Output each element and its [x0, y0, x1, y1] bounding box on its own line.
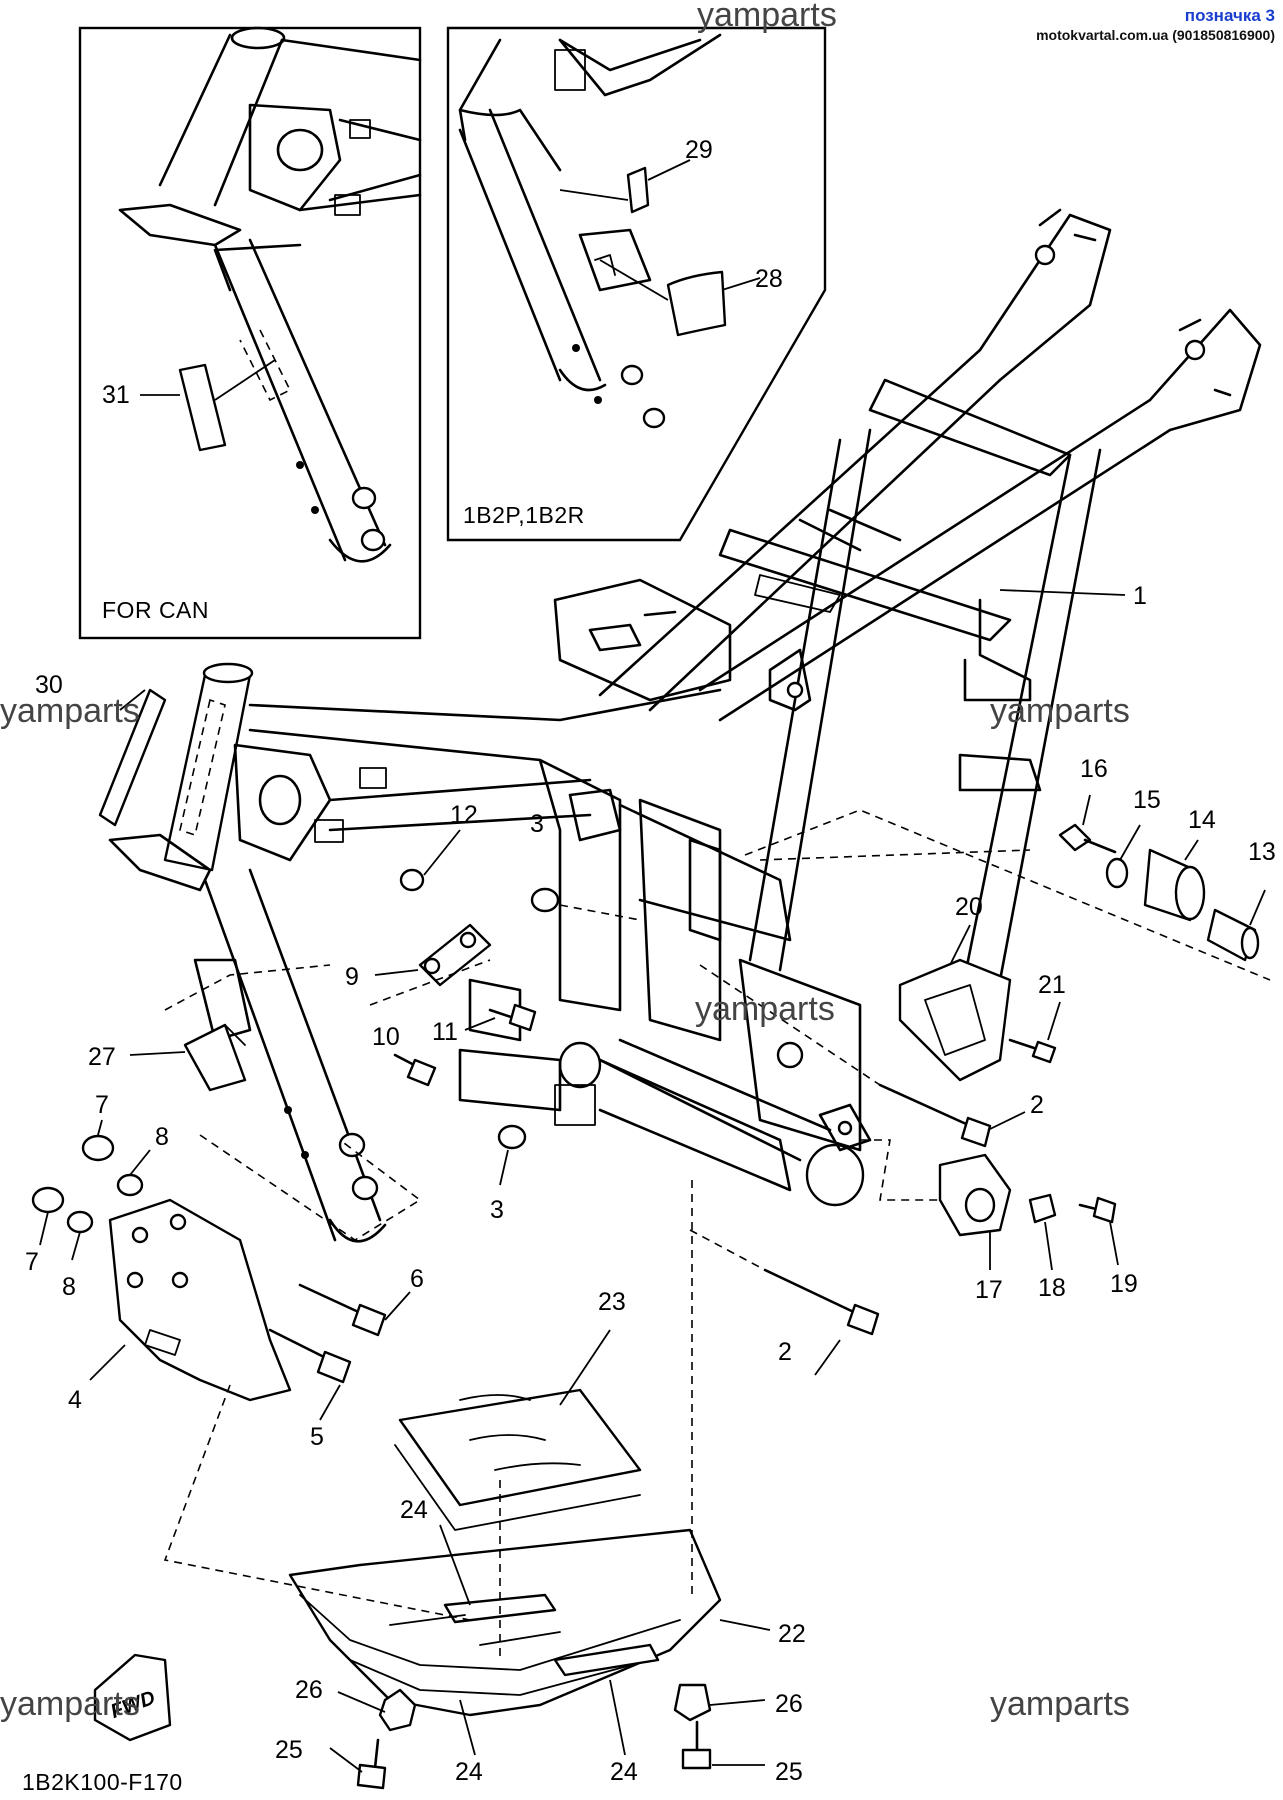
diagram-code: 1B2K100-F170 — [22, 1769, 183, 1795]
callout-8: 8 — [155, 1123, 169, 1151]
callout-31: 31 — [102, 381, 130, 409]
callout-29: 29 — [685, 136, 713, 164]
callout-30: 30 — [35, 671, 63, 699]
callout-23: 23 — [598, 1288, 626, 1316]
small-parts — [31, 688, 1271, 1790]
callout-28: 28 — [755, 265, 783, 293]
inset-for-can — [78, 26, 422, 640]
callout-12: 12 — [450, 801, 478, 829]
callout-24: 24 — [610, 1758, 638, 1786]
callout-4: 4 — [68, 1386, 82, 1414]
callout-5: 5 — [310, 1423, 324, 1451]
callout-24: 24 — [455, 1758, 483, 1786]
callout-27: 27 — [88, 1043, 116, 1071]
watermark: yamparts — [990, 692, 1130, 730]
sticker-label: позначка 3 — [1184, 6, 1275, 25]
watermark: yamparts — [697, 0, 837, 34]
callout-9: 9 — [345, 963, 359, 991]
callout-19: 19 — [1110, 1270, 1138, 1298]
callout-3: 3 — [530, 810, 544, 838]
sticker-source: motokvartal.com.ua (901850816900) — [1036, 27, 1275, 43]
callout-26: 26 — [295, 1676, 323, 1704]
callout-8: 8 — [62, 1273, 76, 1301]
inset-1b2p-1b2r — [446, 26, 827, 542]
inset-caption-1b2p-1b2r: 1B2P,1B2R — [463, 502, 585, 528]
watermark: yamparts — [695, 990, 835, 1028]
callout-18: 18 — [1038, 1274, 1066, 1302]
callout-21: 21 — [1038, 971, 1066, 999]
watermark: yamparts — [0, 1685, 140, 1723]
callout-20: 20 — [955, 893, 983, 921]
callout-7: 7 — [25, 1248, 39, 1276]
callout-14: 14 — [1188, 806, 1216, 834]
callout-13: 13 — [1248, 838, 1276, 866]
callout-15: 15 — [1133, 786, 1161, 814]
callout-11: 11 — [432, 1018, 458, 1046]
callout-1: 1 — [1133, 582, 1147, 610]
callout-3: 3 — [490, 1196, 504, 1224]
callout-numbers: 1 2 2 3 3 4 5 6 7 7 8 8 9 10 11 12 13 14… — [25, 582, 1276, 1786]
callout-10: 10 — [372, 1023, 400, 1051]
watermark-group: yamparts yamparts yamparts yamparts yamp… — [0, 0, 1130, 1723]
watermark: yamparts — [990, 1685, 1130, 1723]
callout-25: 25 — [775, 1758, 803, 1786]
callout-17: 17 — [975, 1276, 1003, 1304]
callout-26: 26 — [775, 1690, 803, 1718]
callout-6: 6 — [410, 1265, 424, 1293]
catalog-sticker: позначка 3 motokvartal.com.ua (901850816… — [1036, 6, 1275, 44]
watermark: yamparts — [0, 692, 140, 730]
fwd-arrow-icon: FWD — [93, 1653, 172, 1742]
main-frame — [108, 208, 1262, 1243]
callout-7: 7 — [95, 1091, 109, 1119]
callout-2: 2 — [1030, 1091, 1044, 1119]
callout-16: 16 — [1080, 755, 1108, 783]
callout-25: 25 — [275, 1736, 303, 1764]
callout-22: 22 — [778, 1620, 806, 1648]
inset-caption-for-can: FOR CAN — [102, 597, 209, 623]
callout-2: 2 — [778, 1338, 792, 1366]
callout-24: 24 — [400, 1496, 428, 1524]
